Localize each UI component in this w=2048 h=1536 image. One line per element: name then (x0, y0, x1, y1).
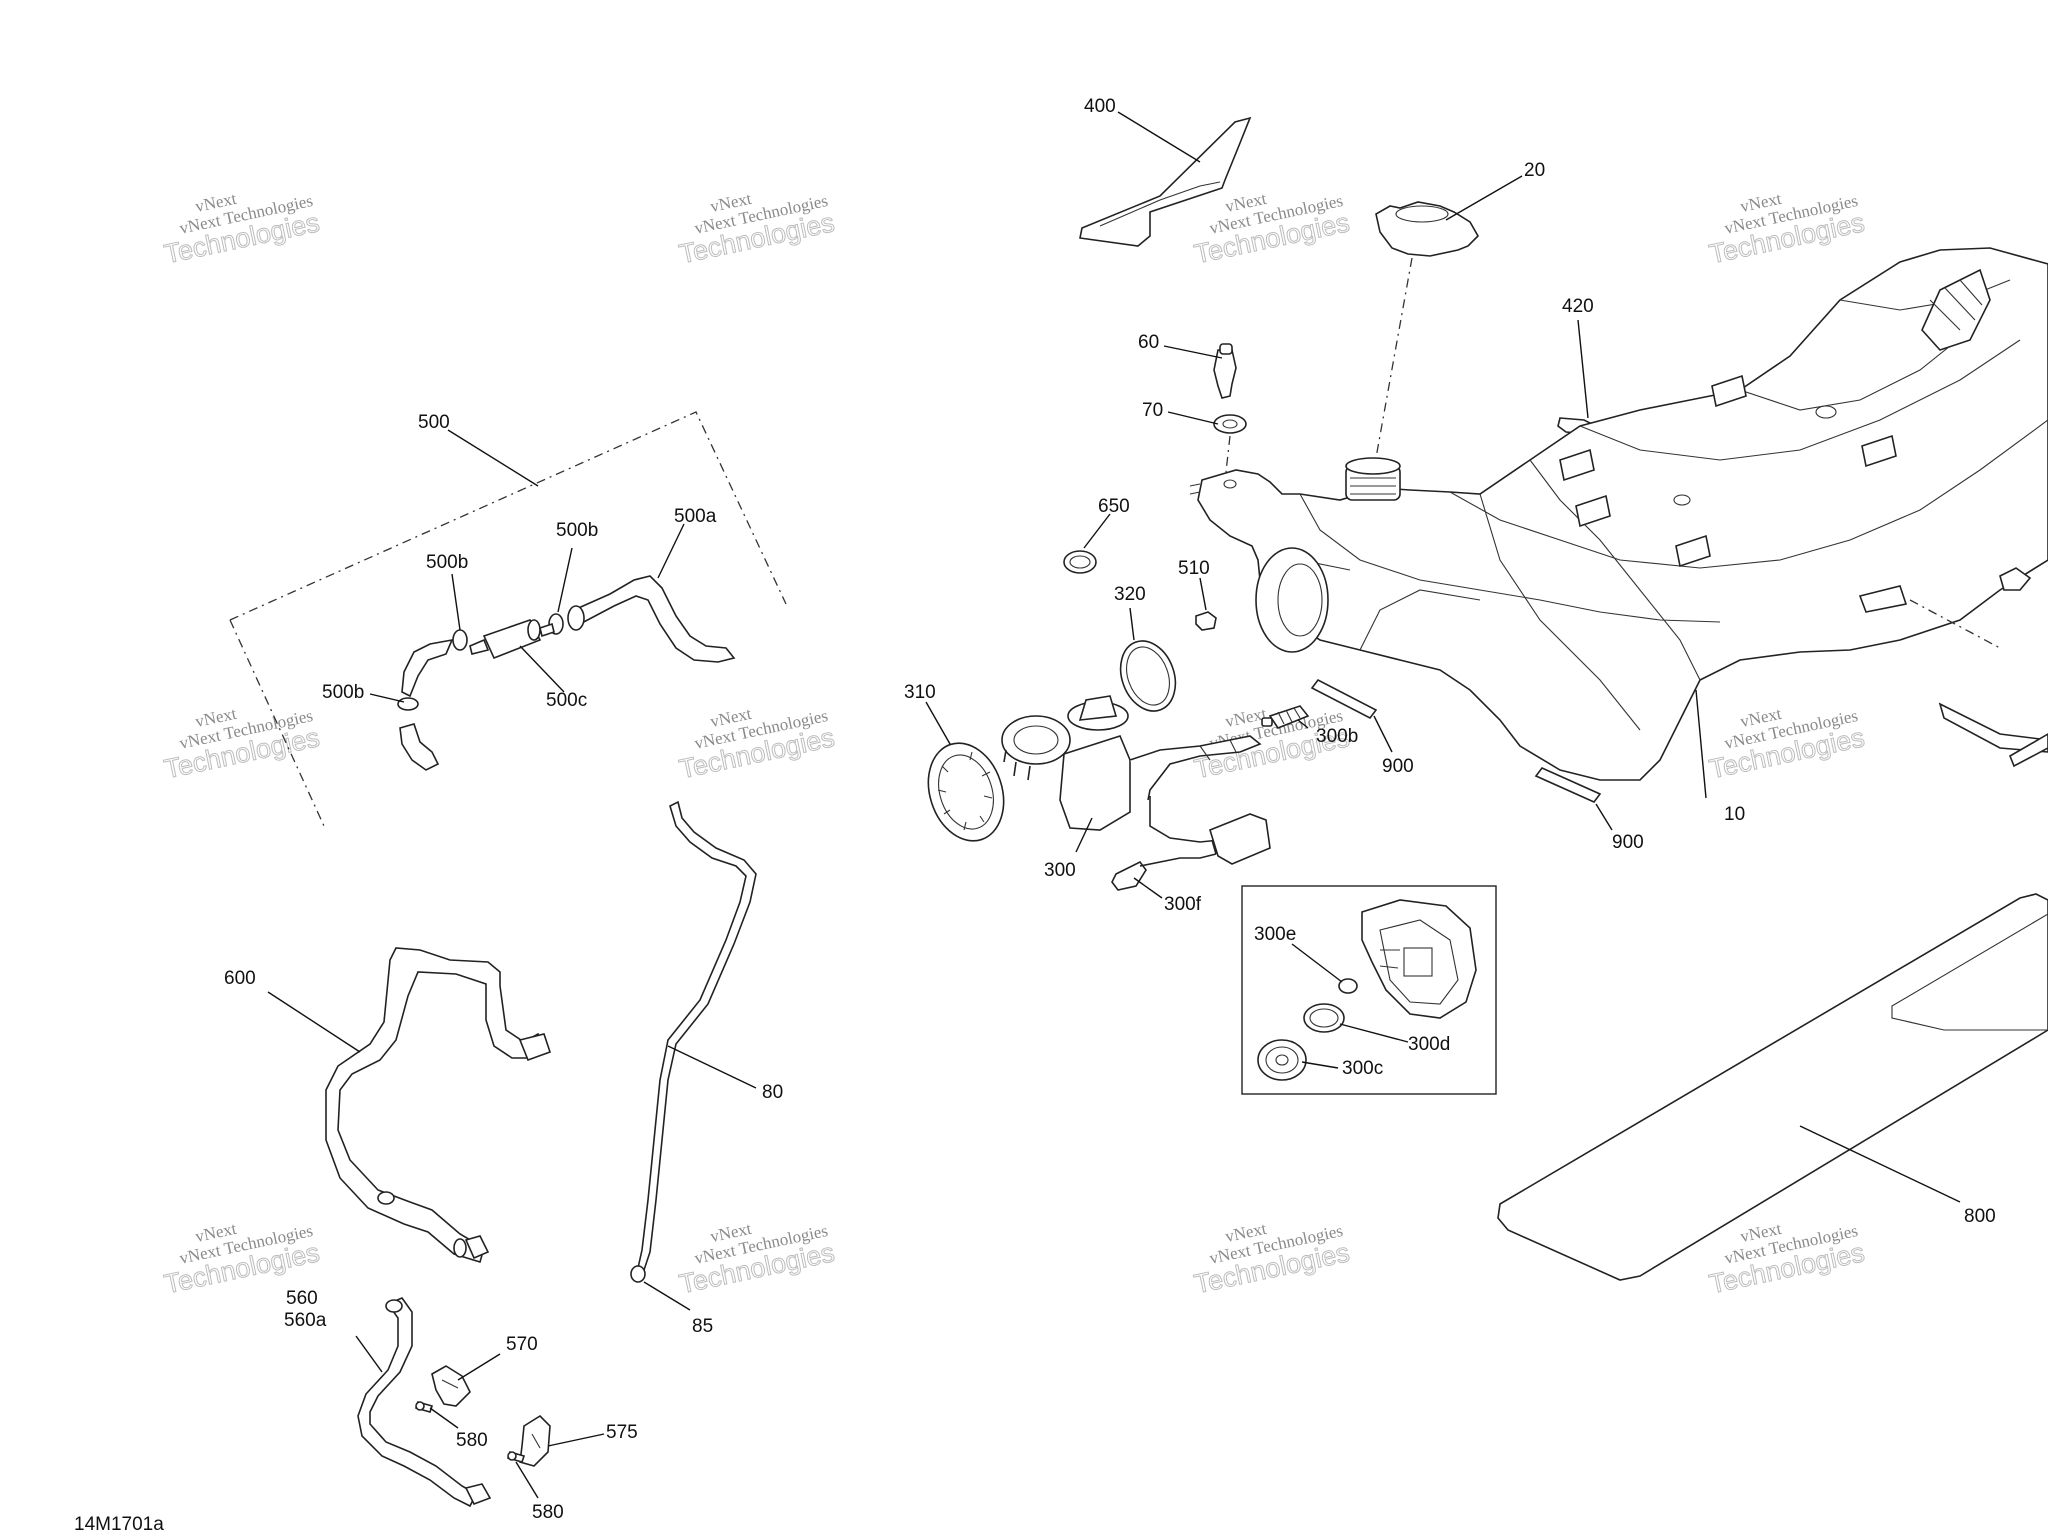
callout-60: 60 (1138, 332, 1159, 353)
pump-detail-inset (1241, 885, 1497, 1095)
watermark: vNext vNext Technologies Technologies (1706, 189, 1867, 270)
callout-500b-left: 500b (322, 682, 364, 703)
part-900-pad-b (1534, 767, 1602, 803)
callout-420: 420 (1562, 296, 1594, 317)
watermark: vNext vNext Technologies Technologies (161, 704, 322, 785)
callout-500b-top: 500b (556, 520, 598, 541)
leader-lines (267, 111, 1961, 1499)
callout-320: 320 (1114, 584, 1146, 605)
callout-80: 80 (762, 1082, 783, 1103)
part-60-vent-valve (1213, 343, 1237, 399)
callout-560a: 560a (284, 1310, 327, 1331)
callout-580-a: 580 (456, 1430, 488, 1451)
part-500-hose-left (401, 638, 454, 698)
part-300f-level-sensor (1111, 853, 1217, 891)
callout-300d: 300d (1408, 1034, 1450, 1055)
watermark: vNext vNext Technologies Technologies (1191, 189, 1352, 270)
watermark: vNext vNext Technologies Technologies (1191, 1219, 1352, 1300)
part-575-bracket (519, 1414, 551, 1467)
part-500a-hose (567, 575, 736, 663)
part-580-screw-b (506, 1451, 526, 1463)
part-85-clip (630, 1265, 646, 1283)
callout-310: 310 (904, 682, 936, 703)
part-300b-strainer (1261, 705, 1310, 729)
part-80-vent-hose (637, 800, 757, 1272)
callout-900-a: 900 (1382, 756, 1414, 777)
part-70-grommet (1213, 414, 1247, 434)
part-500-elbow-fitting (399, 723, 440, 771)
callout-20: 20 (1524, 160, 1545, 181)
callout-300c: 300c (1342, 1058, 1383, 1079)
pump-head-detail (1361, 899, 1477, 1019)
callout-85: 85 (692, 1316, 713, 1337)
part-310-lock-ring (927, 742, 1005, 842)
watermark: vNext vNext Technologies Technologies (676, 1219, 837, 1300)
callout-500b-mid: 500b (426, 552, 468, 573)
callout-70: 70 (1142, 400, 1163, 421)
callout-400: 400 (1084, 96, 1116, 117)
callout-650: 650 (1098, 496, 1130, 517)
callout-500a: 500a (674, 506, 717, 527)
part-500b-clamp-left (397, 697, 419, 711)
group-500-boundary-left (229, 619, 325, 827)
part-tank-side-bracket (1938, 567, 2048, 768)
tank-dash-line (1909, 599, 2001, 649)
part-900-pad-a (1310, 678, 1378, 720)
watermark: vNext vNext Technologies Technologies (161, 1219, 322, 1300)
callout-800: 800 (1964, 1206, 1996, 1227)
callout-300f: 300f (1164, 894, 1202, 915)
part-650-clamp (1063, 550, 1097, 574)
callout-300: 300 (1044, 860, 1076, 881)
callout-500c: 500c (546, 690, 587, 711)
callout-900-b: 900 (1612, 832, 1644, 853)
callout-10: 10 (1724, 804, 1745, 825)
drawing-code: 14M1701a (74, 1514, 164, 1535)
watermark: vNext vNext Technologies Technologies (676, 189, 837, 270)
part-300d-o-ring (1303, 1003, 1345, 1033)
callout-labels: 400 20 60 70 420 500 500a 500b 500b 500b… (224, 96, 1996, 1523)
callout-300b: 300b (1316, 726, 1358, 747)
part-570-bracket (431, 1365, 471, 1407)
callout-600: 600 (224, 968, 256, 989)
callout-570: 570 (506, 1334, 538, 1355)
part-600-fuel-hose (325, 947, 552, 1264)
callout-300e: 300e (1254, 924, 1296, 945)
group-500-boundary-top (229, 411, 787, 621)
part-560-fuel-hose (357, 1297, 492, 1508)
watermark: vNext vNext Technologies Technologies (676, 704, 837, 785)
part-800-floor-mat (1497, 893, 2048, 1281)
callout-560: 560 (286, 1288, 318, 1309)
watermark: vNext vNext Technologies Technologies (161, 189, 322, 270)
part-500b-clamp-mid (452, 629, 468, 651)
part-300c-regulator (1257, 1039, 1307, 1081)
callout-575: 575 (606, 1422, 638, 1443)
cap-axis-line (1371, 257, 1413, 481)
part-510-nut (1195, 611, 1217, 631)
callout-500: 500 (418, 412, 450, 433)
part-500c-filter (469, 619, 555, 660)
part-400-heat-shield (1079, 116, 1252, 247)
callout-510: 510 (1178, 558, 1210, 579)
part-300-fuel-pump (1001, 695, 1271, 865)
callout-580-b: 580 (532, 1502, 564, 1523)
part-10-fuel-tank (1189, 247, 2048, 781)
part-580-screw-a (414, 1401, 434, 1413)
part-320-o-ring (1119, 640, 1177, 712)
watermark: vNext vNext Technologies Technologies (1706, 704, 1867, 785)
valve-axis-line (1225, 435, 1231, 473)
part-300e-small-o-ring (1338, 978, 1358, 994)
